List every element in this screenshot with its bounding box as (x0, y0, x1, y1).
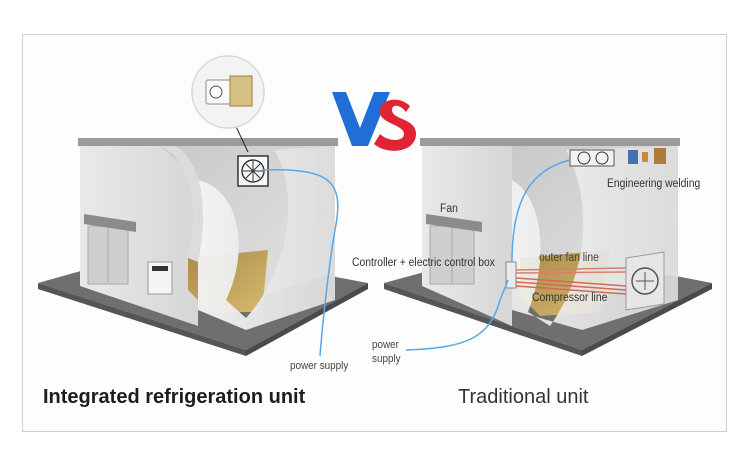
right-power-supply-label: power supply (372, 339, 401, 365)
integrated-caption: Integrated refrigeration unit (43, 386, 306, 408)
compressor-line-label: Compressor line (532, 292, 608, 304)
left-cutaway (198, 146, 335, 330)
evaporator-unit (569, 149, 615, 167)
right-fan-wire (511, 159, 571, 263)
right-power-wire (405, 279, 509, 351)
fan-label: Fan (440, 203, 458, 215)
integrated-room (38, 55, 368, 357)
right-roof (420, 138, 680, 146)
left-power-supply-label: power supply (290, 360, 349, 372)
left-power-wire (261, 169, 339, 357)
left-roof (78, 138, 338, 146)
engineering-welding-label: Engineering welding (607, 178, 701, 190)
outer-fan-line-pipes (515, 267, 627, 274)
traditional-caption: Traditional unit (458, 386, 589, 408)
controller-label: Controller + electric control box (352, 257, 495, 269)
vs-badge (332, 92, 416, 151)
compressor-line-pipes (515, 277, 627, 295)
traditional-room (384, 138, 712, 356)
control-box (505, 261, 517, 289)
outer-fan-line-label: outer fan line (539, 252, 599, 264)
condensing-unit (625, 251, 665, 311)
welding-tools-icon (628, 148, 666, 164)
